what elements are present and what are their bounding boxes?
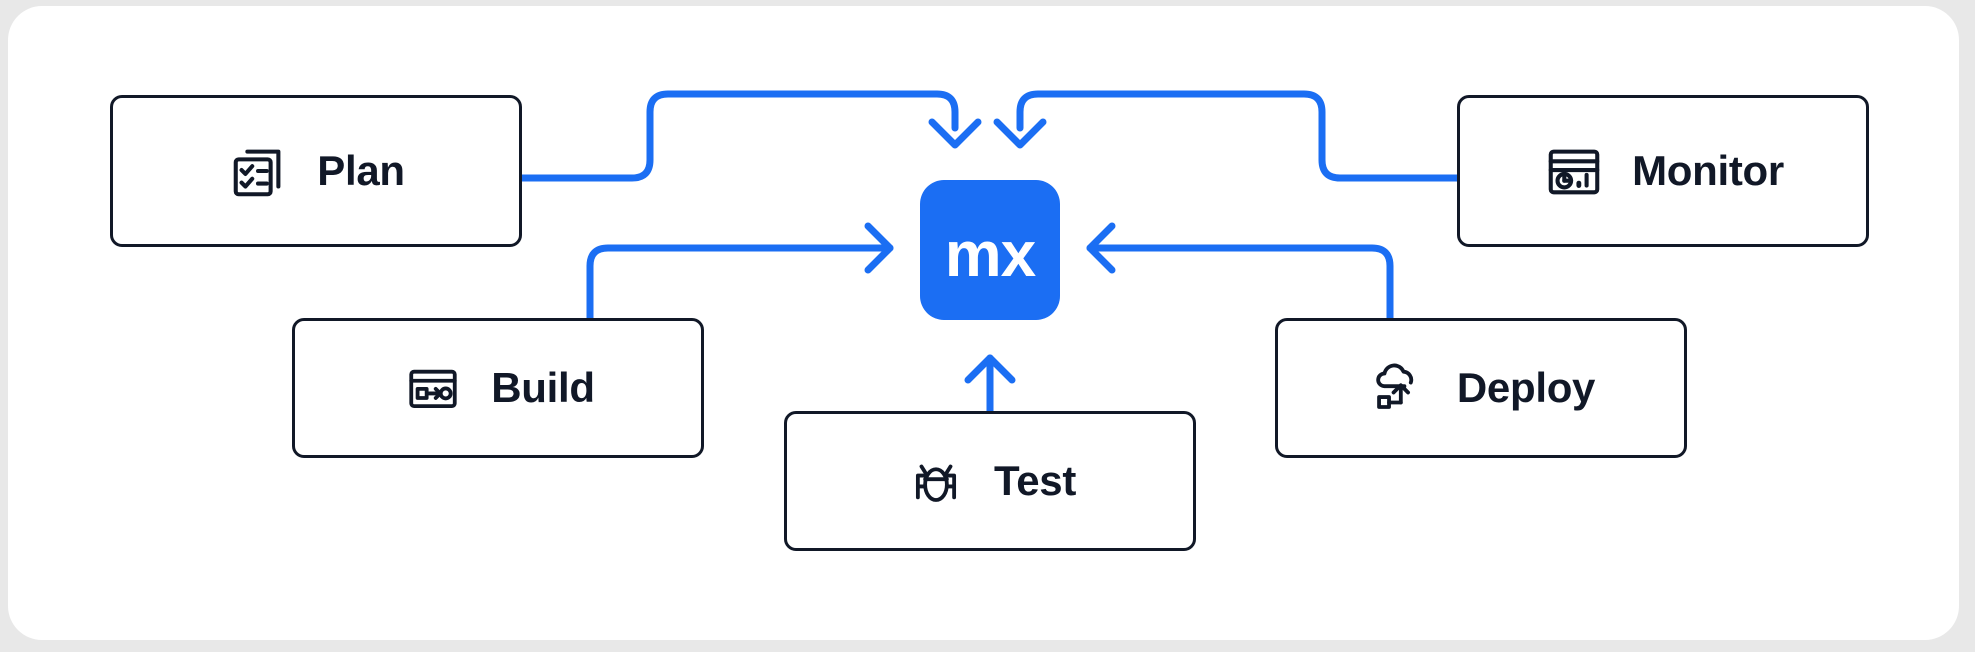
arrowhead-plan: [928, 118, 982, 149]
node-plan-label: Plan: [317, 147, 405, 194]
node-build[interactable]: Build: [292, 318, 704, 458]
node-deploy-label: Deploy: [1456, 364, 1596, 411]
bug-icon: [904, 449, 968, 513]
arrowhead-build: [864, 222, 894, 274]
arrowhead-monitor: [993, 118, 1047, 149]
connector-deploy-to-hub: [1086, 244, 1394, 322]
node-test-label: Test: [993, 457, 1077, 504]
hub-label: mx: [944, 218, 1036, 290]
node-monitor-label: Monitor: [1632, 147, 1784, 194]
node-deploy[interactable]: Deploy: [1275, 318, 1687, 458]
dashboard-chart-icon: [1542, 139, 1606, 203]
connector-build-to-hub: [586, 244, 894, 322]
arrowhead-deploy: [1086, 222, 1116, 274]
node-monitor[interactable]: Monitor: [1457, 95, 1869, 247]
pipeline-window-icon: [401, 356, 465, 420]
mendix-hub[interactable]: mx: [920, 180, 1060, 320]
node-plan[interactable]: Plan: [110, 95, 522, 247]
connector-plan-to-hub: [518, 90, 959, 182]
connector-monitor-to-hub: [1016, 90, 1461, 182]
checklist-icon: [227, 139, 291, 203]
arrowhead-test: [964, 354, 1016, 384]
cloud-upload-icon: [1367, 356, 1431, 420]
node-build-label: Build: [491, 364, 595, 411]
node-test[interactable]: Test: [784, 411, 1196, 551]
